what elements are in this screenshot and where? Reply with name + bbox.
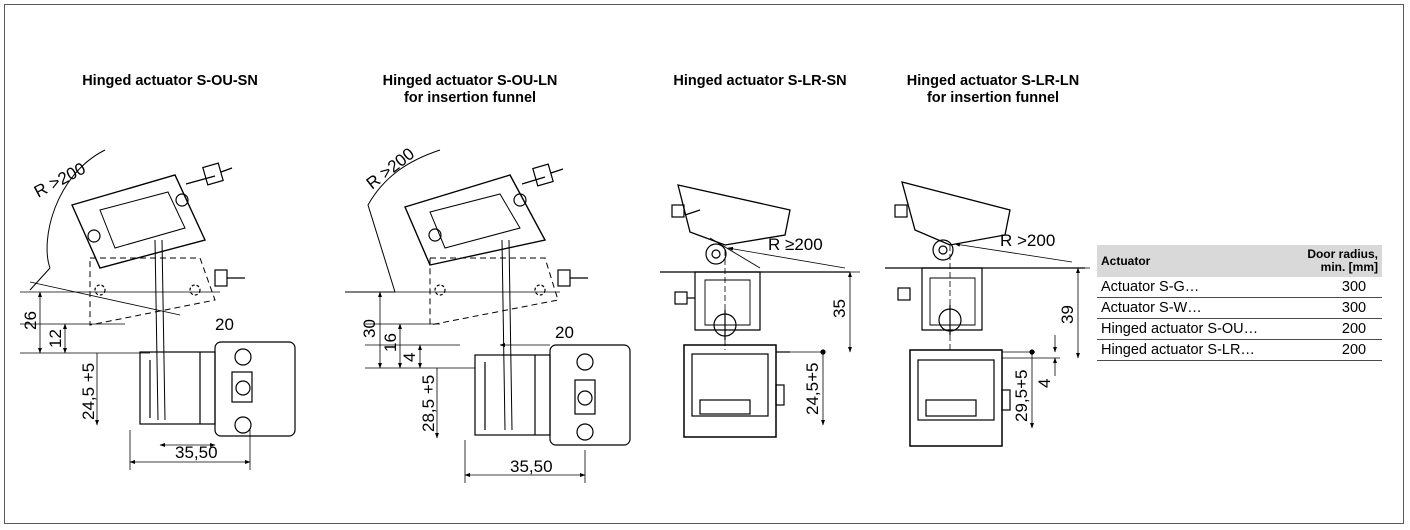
dim-v1-35: 35,50 xyxy=(175,443,218,462)
header-door-radius: Door radius, min. [mm] xyxy=(1290,245,1382,277)
cell-actuator: Actuator S-W… xyxy=(1097,297,1291,319)
table-row: Actuator S-G… 300 xyxy=(1097,277,1382,298)
dim-v1-24: 24,5 +5 xyxy=(79,363,98,420)
dim-v2-28: 28,5 +5 xyxy=(419,375,438,432)
dim-v1-radius: R >200 xyxy=(31,159,89,202)
drawing-s-lr-ln xyxy=(885,181,1090,447)
cell-radius: 200 xyxy=(1290,339,1382,361)
title-s-ou-ln-line2: for insertion funnel xyxy=(403,90,537,106)
cell-actuator: Hinged actuator S-LR… xyxy=(1097,339,1291,361)
header-door-radius-line2: min. [mm] xyxy=(1320,260,1378,274)
dim-v1-12: 12 xyxy=(46,329,65,348)
dim-v2-radius: R >200 xyxy=(363,144,418,193)
title-s-ou-sn: Hinged actuator S-OU-SN xyxy=(82,73,258,89)
table-row: Actuator S-W… 300 xyxy=(1097,297,1382,319)
drawing-s-lr-sn xyxy=(660,184,860,438)
dim-v4-radius: R >200 xyxy=(1000,231,1055,250)
title-s-lr-ln: Hinged actuator S-LR-LN for insertion fu… xyxy=(863,73,1123,107)
table-row: Hinged actuator S-OU… 200 xyxy=(1097,318,1382,340)
dim-v2-35: 35,50 xyxy=(510,457,553,476)
title-s-ou-ln-line1: Hinged actuator S-OU-LN xyxy=(382,73,558,89)
dim-v4-39: 39 xyxy=(1058,305,1077,324)
title-s-lr-ln-line1: Hinged actuator S-LR-LN xyxy=(906,73,1080,89)
dim-v2-4: 4 xyxy=(400,353,419,362)
dim-v3-24: 24,5+5 xyxy=(803,363,822,415)
cell-radius: 300 xyxy=(1290,277,1382,298)
dim-v1-20: 20 xyxy=(215,315,234,334)
title-s-ou-ln: Hinged actuator S-OU-LN for insertion fu… xyxy=(340,73,600,107)
figure-frame xyxy=(4,4,1404,524)
drawing-s-ou-ln xyxy=(345,149,631,483)
cell-actuator: Hinged actuator S-OU… xyxy=(1097,318,1291,340)
dim-v2-20: 20 xyxy=(555,323,574,342)
cell-radius: 200 xyxy=(1290,318,1382,340)
door-radius-table: Actuator Door radius, min. [mm] Actuator… xyxy=(1097,245,1382,361)
dim-v4-4: 4 xyxy=(1035,379,1054,388)
table-header-row: Actuator Door radius, min. [mm] xyxy=(1097,245,1382,277)
title-s-lr-ln-line2: for insertion funnel xyxy=(926,90,1060,106)
dim-v3-35: 35 xyxy=(830,299,849,318)
header-door-radius-line1: Door radius, xyxy=(1307,247,1378,261)
header-actuator: Actuator xyxy=(1097,245,1291,277)
drawing-s-ou-sn xyxy=(20,149,296,470)
dim-v2-30: 30 xyxy=(360,319,379,338)
dim-v1-26: 26 xyxy=(21,311,40,330)
title-s-lr-sn: Hinged actuator S-LR-SN xyxy=(673,73,847,89)
cell-radius: 300 xyxy=(1290,297,1382,319)
table-row: Hinged actuator S-LR… 200 xyxy=(1097,339,1382,361)
dim-v3-radius: R ≥200 xyxy=(768,235,823,254)
dim-v4-29: 29,5+5 xyxy=(1012,370,1031,422)
dim-v2-16: 16 xyxy=(381,333,400,352)
cell-actuator: Actuator S-G… xyxy=(1097,277,1291,298)
